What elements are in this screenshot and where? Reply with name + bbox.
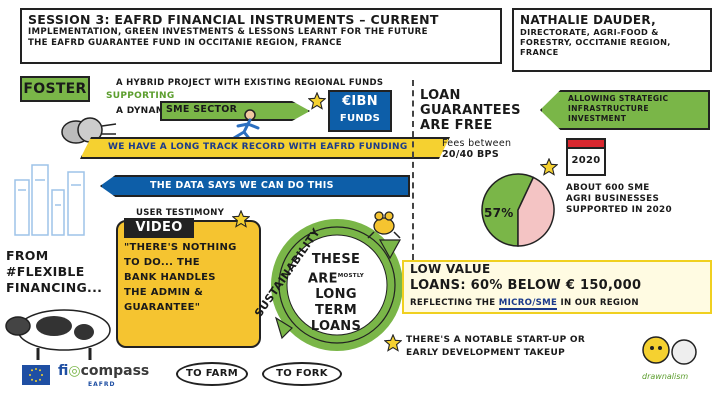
compass-text: compass (80, 363, 150, 379)
flexible-financing-text: From #Flexible financing... (6, 248, 126, 296)
cow-icon (5, 309, 111, 360)
data-says-text: The data says we can do this (150, 180, 334, 191)
speaker-dept-line2: Forestry, Occitanie Region, (520, 37, 671, 47)
speaker-box: Nathalie Dauder, Directorate, Agri-Food … (512, 8, 712, 72)
cycle-are-long: aremostly long (296, 268, 376, 303)
cycle-term: term (315, 303, 357, 319)
compass-ring-icon: ◎ (68, 363, 81, 379)
pie-slice-0 (481, 173, 535, 247)
fees-line2: 20/40 BPS (442, 149, 499, 160)
to-fork-bubble: To fork (262, 362, 342, 386)
calendar-header (568, 140, 604, 149)
testimony-quote: "There's nothing to do... the bank handl… (124, 240, 254, 315)
strategic-arrow (540, 90, 710, 130)
sustainability-cycle-icon (271, 219, 403, 351)
star-icon (308, 92, 326, 110)
quote-line1: "There's nothing (124, 242, 237, 253)
flex-line1: From (6, 248, 49, 263)
startup-text: There's a notable start-up or early deve… (406, 334, 636, 360)
startup-line1: There's a notable start-up or (406, 335, 586, 345)
sme-count-text: About 600 SME agri businesses supported … (566, 183, 716, 216)
eu-flag-icon (22, 365, 50, 385)
foster-label: Foster (20, 76, 90, 102)
star-icon (232, 210, 250, 228)
eafrd-label: EAFRD (88, 381, 116, 388)
fees-text: Fees between 20/40 BPS (442, 138, 511, 160)
dynamic-text: a dynamic (116, 106, 176, 116)
long-term-loans-text: These aremostly long term loans (296, 252, 376, 335)
session-title-line3: The EAFRD Guarantee Fund in Occitanie Re… (28, 38, 342, 48)
pie-slice-1 (517, 176, 555, 247)
strategic-line1: Allowing strategic (568, 94, 669, 103)
cycle-these: These (311, 252, 361, 267)
ibn-funds-badge: €IBN Funds (328, 90, 392, 132)
calendar-year: 2020 (571, 155, 601, 166)
strategic-line2: infrastructure (568, 104, 649, 113)
flex-line3: financing... (6, 280, 103, 295)
quote-line3: bank handles (124, 272, 216, 283)
dashed-divider (412, 80, 414, 260)
low-value-box (402, 260, 712, 314)
reflecting-text: Reflecting the Micro/SME in our region (410, 298, 639, 310)
sme-sector-arrow (160, 101, 310, 121)
quote-line5: guarantee" (124, 302, 201, 313)
quote-line2: to do... the (124, 257, 200, 268)
strategic-text: Allowing strategic infrastructure invest… (568, 94, 708, 124)
ibn-label: €IBN (342, 94, 378, 109)
reflecting-post: in our region (557, 298, 639, 308)
supporting-text: Supporting (106, 91, 175, 101)
ficompass-logo: fi◎compass (58, 363, 149, 379)
reflecting-pre: Reflecting the (410, 298, 499, 308)
cycle-long: long (315, 287, 357, 303)
hybrid-text: a hybrid project with existing regional … (116, 78, 384, 88)
track-record-text: We have a long track record with EAFRD f… (108, 142, 408, 152)
loan-free-line2: guarantees (420, 103, 521, 118)
video-tag: Video (124, 218, 194, 238)
session-title-line1: Session 3: EAFRD Financial Instruments –… (28, 12, 439, 27)
drawnalism-mascot-icon (642, 336, 697, 365)
cycle-mostly: mostly (337, 273, 365, 279)
flex-line2: #Flexible (6, 264, 85, 279)
runner-icon (232, 109, 260, 144)
fi-text: fi (58, 363, 69, 379)
loan-free-line1: Loan (420, 88, 461, 103)
strategic-line3: investment (568, 114, 627, 123)
quote-line4: the admin & (124, 287, 204, 298)
star-icon (540, 158, 558, 176)
sme-count-line3: supported in 2020 (566, 205, 672, 215)
speaker-dept-line1: Directorate, Agri-Food & (520, 27, 659, 37)
star-icon (384, 334, 402, 352)
fees-line1: Fees between (442, 138, 512, 149)
drawnalism-logo: drawnalism (642, 372, 689, 381)
startup-line2: early development takeup (406, 348, 565, 358)
session-title-line2: implementation, green investments & less… (28, 27, 428, 37)
cycle-loans: loans (310, 319, 362, 335)
low-value-title: Low value (410, 262, 491, 276)
micro-sme: Micro/SME (498, 298, 558, 310)
city-sketch-icon (14, 164, 85, 236)
cycle-are: are (307, 271, 338, 287)
sme-count-line1: About 600 SME (566, 183, 650, 193)
loans-below-text: Loans: 60% below € 150,000 (410, 278, 642, 293)
sme-sector-label: SME sector (166, 104, 238, 115)
loan-guarantees-free: Loan guarantees are free (420, 88, 540, 133)
speaker-name: Nathalie Dauder, (520, 13, 657, 27)
frog-icon (367, 211, 401, 239)
speed-cloud-icon (61, 117, 117, 144)
sme-count-line2: agri businesses (566, 194, 660, 204)
user-testimony-label: User testimony (136, 208, 225, 218)
data-says-band (100, 175, 410, 197)
calendar-icon: 2020 (566, 138, 606, 176)
speaker-dept-line3: France (520, 47, 559, 57)
loan-free-line3: are free (420, 118, 493, 133)
to-farm-bubble: To farm (176, 362, 248, 386)
session-title-box: Session 3: EAFRD Financial Instruments –… (20, 8, 502, 64)
sme-pie-chart (481, 173, 555, 247)
pie-percentage-label: 57% (484, 206, 514, 220)
funds-label: Funds (339, 113, 381, 124)
video-frame (116, 220, 261, 348)
